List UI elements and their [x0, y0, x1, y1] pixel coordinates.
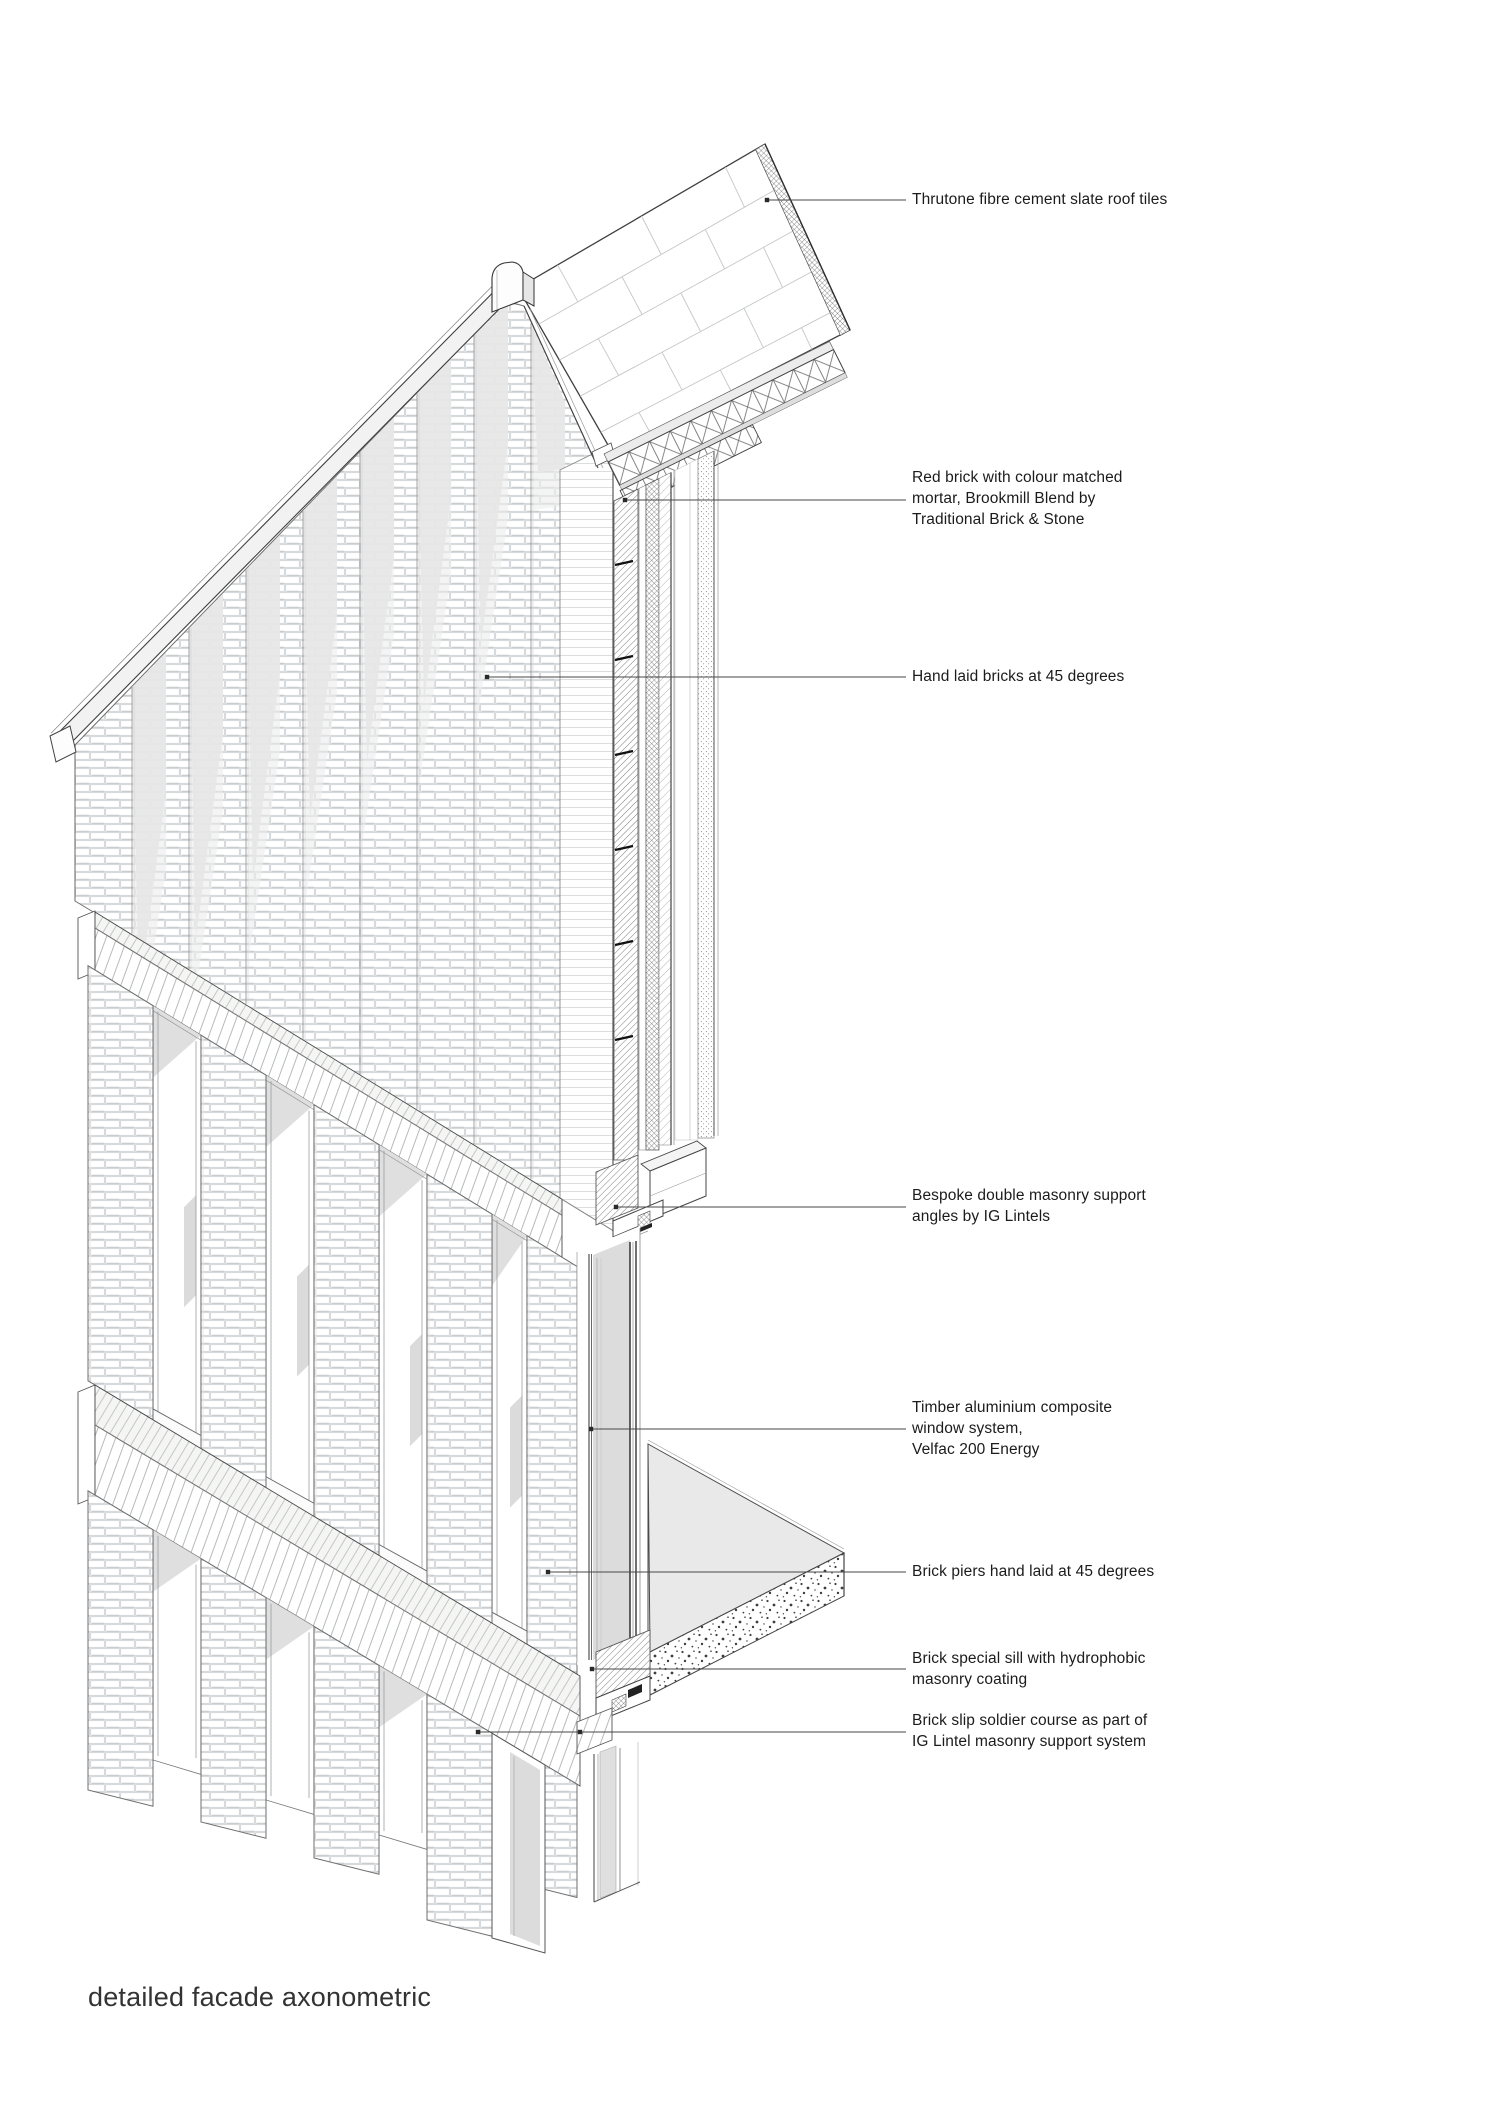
annotation-text: Traditional Brick & Stone: [912, 511, 1085, 528]
annotation-text: IG Lintel masonry support system: [912, 1733, 1147, 1750]
annotation-text: masonry coating: [912, 1671, 1028, 1688]
annotation-masonry-support-angles: Bespoke double masonry support angles by…: [912, 1185, 1146, 1227]
annotation-brick-slip-soldier: Brick slip soldier course as part of IG …: [912, 1710, 1147, 1752]
annotation-hand-laid-bricks: Hand laid bricks at 45 degrees: [912, 666, 1124, 687]
annotation-red-brick: Red brick with colour matched mortar, Br…: [912, 467, 1123, 530]
annotation-text: mortar, Brookmill Blend by: [912, 490, 1096, 507]
annotation-text: Hand laid bricks at 45 degrees: [912, 668, 1125, 685]
annotation-text: Timber aluminium composite: [912, 1399, 1113, 1416]
annotation-text: Brick special sill with hydrophobic: [912, 1650, 1146, 1667]
annotation-text: angles by IG Lintels: [912, 1208, 1051, 1225]
annotation-text: Thrutone fibre cement slate roof tiles: [912, 191, 1168, 208]
annotation-window-system: Timber aluminium composite window system…: [912, 1397, 1112, 1460]
drawing-title: detailed facade axonometric: [88, 1982, 432, 2012]
annotation-text: window system,: [912, 1420, 1023, 1437]
annotation-text: Velfac 200 Energy: [912, 1441, 1040, 1458]
annotation-text: Red brick with colour matched: [912, 469, 1123, 486]
annotation-roof-tiles: Thrutone fibre cement slate roof tiles: [912, 189, 1167, 210]
annotation-brick-special-sill: Brick special sill with hydrophobic maso…: [912, 1648, 1146, 1690]
annotation-text: Bespoke double masonry support: [912, 1187, 1146, 1204]
annotation-text: Brick piers hand laid at 45 degrees: [912, 1563, 1155, 1580]
annotation-text: Brick slip soldier course as part of: [912, 1712, 1148, 1729]
annotation-brick-piers: Brick piers hand laid at 45 degrees: [912, 1561, 1154, 1582]
